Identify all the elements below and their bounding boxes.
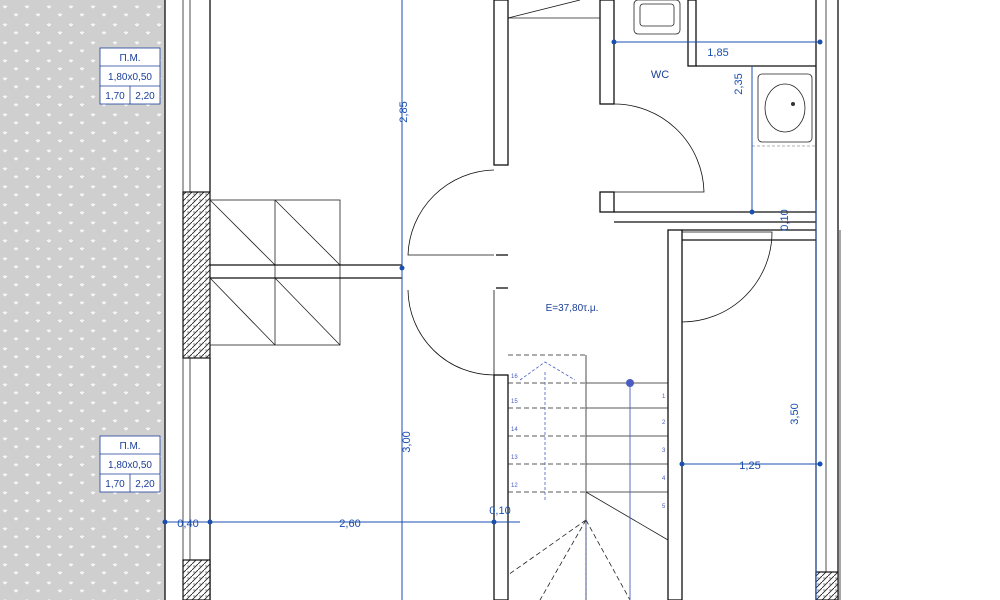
- dim-2-85: 2,85: [398, 101, 410, 122]
- dim-1-25: 1,25: [739, 460, 760, 472]
- balcony-planters: [209, 199, 402, 346]
- window-tag-1-size: 1,80x0,50: [108, 72, 152, 83]
- step-5: 5: [662, 504, 666, 510]
- area-label: E=37,80τ.μ.: [546, 303, 599, 314]
- window-tag-1-title: Π.Μ.: [119, 53, 140, 64]
- door-hall-lower: [407, 289, 495, 376]
- dim-3-50: 3,50: [789, 403, 801, 424]
- staircase: 16 15 14 13 12 1 2 3 4 5: [507, 354, 669, 600]
- window-tag-2-title: Π.Μ.: [119, 441, 140, 452]
- window-tag-1-sill: 1,70: [105, 91, 125, 102]
- dim-3-00: 3,00: [401, 431, 413, 452]
- window-tag-1-height: 2,20: [135, 91, 155, 102]
- dim-1-85: 1,85: [707, 47, 728, 59]
- concrete-column-bottom: [182, 559, 211, 600]
- dim-2-60: 2,60: [339, 518, 360, 530]
- dim-0-10-mid: 0,10: [489, 505, 510, 517]
- step-12: 12: [511, 483, 518, 489]
- dim-0-10-right: 0,10: [779, 209, 791, 230]
- step-3: 3: [662, 448, 666, 454]
- step-2: 2: [662, 420, 666, 426]
- room-label-wc: WC: [651, 69, 669, 81]
- concrete-column-left: [182, 191, 211, 359]
- step-4: 4: [662, 476, 666, 482]
- step-15: 15: [511, 399, 518, 405]
- wc-fixtures: [633, 0, 816, 147]
- interior-walls: [493, 0, 841, 600]
- left-exterior-wall: [164, 0, 211, 600]
- door-kitchen: [681, 231, 773, 323]
- doors: [407, 103, 773, 376]
- dim-2-35: 2,35: [733, 73, 745, 94]
- step-16: 16: [511, 374, 518, 380]
- window-tag-2-height: 2,20: [135, 479, 155, 490]
- window-tag-2: Π.Μ. 1,80x0,50 1,70 2,20: [99, 435, 161, 493]
- step-14: 14: [511, 427, 518, 433]
- step-1: 1: [662, 394, 666, 400]
- door-bath: [613, 103, 705, 193]
- dim-0-40: 0,40: [177, 518, 198, 530]
- window-tag-2-size: 1,80x0,50: [108, 460, 152, 471]
- dimension-lines: [162, 0, 823, 600]
- concrete-column-right: [815, 571, 839, 600]
- step-13: 13: [511, 455, 518, 461]
- window-tag-1: Π.Μ. 1,80x0,50 1,70 2,20: [99, 47, 161, 105]
- door-hall-upper: [407, 169, 495, 256]
- window-tag-2-sill: 1,70: [105, 479, 125, 490]
